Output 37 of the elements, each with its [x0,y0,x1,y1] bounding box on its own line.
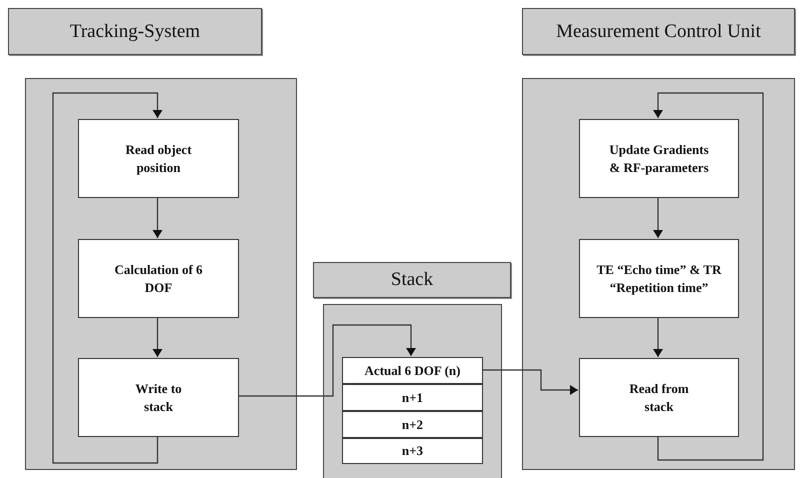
process-box [579,358,739,437]
process-box [78,358,239,437]
header-title: Tracking-System [70,20,200,42]
step-label: Update Gradients & RF-parameters [609,140,709,176]
step-label: TE “Echo time” & TR “Repetition time” [596,260,722,296]
process-box [78,239,239,318]
stack-cell [342,357,483,384]
step-label: Write to stack [134,380,183,416]
header-box [8,8,262,55]
arrow [152,197,162,238]
step-label: Read from stack [628,380,690,416]
header-box [522,8,795,55]
cell-text: n+1 [402,390,424,406]
arrow [52,92,162,464]
cell-text: n+3 [402,443,424,459]
header-title: Measurement Control Unit [556,20,761,42]
arrow [152,317,162,357]
header-title: Stack [390,269,434,291]
arrow [482,369,578,395]
cell-text: Actual 6 DOF (n) [364,362,460,378]
stack-cell [342,384,483,411]
arrow [653,197,663,238]
panel-box [522,78,795,470]
panel-box [323,304,502,478]
cell-text: n+2 [402,416,424,432]
panel-box [25,78,297,470]
process-box [78,119,239,198]
stack-cell [342,411,483,438]
step-label: Read object position [124,140,193,176]
process-box [579,239,739,318]
header-box [313,262,511,298]
arrow [653,317,663,357]
process-box [579,119,739,198]
stack-cell [342,438,483,464]
arrow [653,92,764,461]
step-label: Calculation of 6 DOF [113,260,204,296]
arrow [238,324,416,397]
